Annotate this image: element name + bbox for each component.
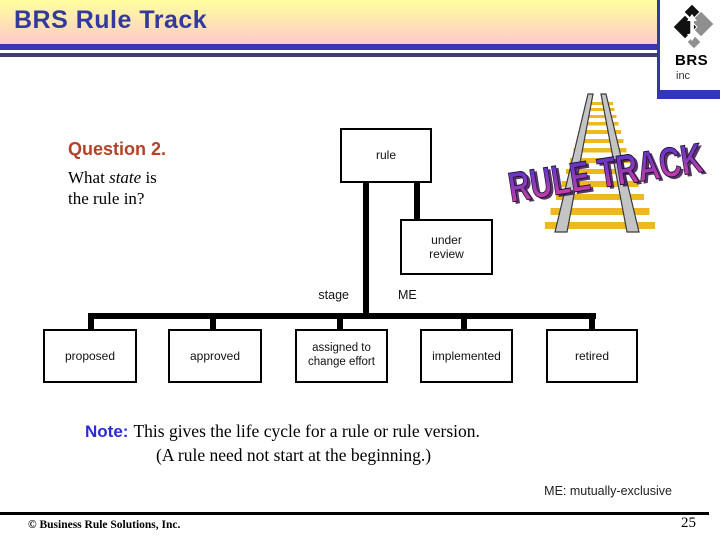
state-label: implemented: [432, 348, 501, 363]
note-label: Note:: [85, 422, 129, 441]
box-under-review-label: under review: [429, 232, 464, 261]
railroad-track-icon: [545, 93, 655, 233]
connector-drop-assigned: [337, 313, 343, 330]
question-block: Question 2. What state is the rule in?: [68, 139, 268, 209]
question-line-1: What state is: [68, 167, 268, 188]
brs-logo-text: BRS: [675, 52, 709, 69]
footer-divider: [0, 512, 709, 515]
label-me: ME: [398, 288, 417, 302]
state-box-proposed: proposed: [43, 329, 137, 383]
connector-drop-approved: [210, 313, 216, 330]
rule-track-artwork: RULE TRACK RULE TRACK: [504, 93, 707, 233]
note-block: Note:This gives the life cycle for a rul…: [85, 421, 480, 466]
state-box-approved: approved: [168, 329, 262, 383]
state-label: proposed: [64, 348, 116, 363]
page-number: 25: [681, 515, 696, 531]
brs-logo-suffix: inc: [676, 70, 691, 82]
state-label: approved: [189, 348, 241, 363]
box-rule-label: rule: [375, 148, 396, 163]
state-box-assigned-to-change-effort: assigned to change effort: [295, 329, 388, 383]
header-banner: [0, 0, 657, 44]
label-stage: stage: [318, 288, 349, 302]
accent-line-secondary: [0, 53, 657, 57]
note-line-1: This gives the life cycle for a rule or …: [133, 421, 480, 441]
box-under-review: under review: [400, 219, 493, 275]
connector-drop-retired: [589, 313, 595, 330]
question-text: What: [68, 168, 110, 187]
state-label: retired: [574, 348, 609, 363]
connector-rule-to-stage-row: [363, 182, 369, 319]
question-line-2: the rule in?: [68, 189, 145, 208]
me-legend: ME: mutually-exclusive: [544, 484, 672, 498]
question-text: is: [141, 168, 157, 187]
question-italic-word: state: [109, 168, 142, 187]
accent-line-primary: [0, 44, 657, 50]
slide-title: BRS Rule Track: [14, 6, 208, 34]
state-label: assigned to change effort: [308, 342, 375, 368]
connector-rule-to-under-review: [414, 182, 420, 220]
brs-logo-box: BRS inc: [657, 0, 720, 99]
box-rule: rule: [340, 128, 432, 183]
copyright: © Business Rule Solutions, Inc.: [28, 519, 181, 531]
question-heading: Question 2.: [68, 139, 167, 159]
connector-drop-proposed: [88, 313, 94, 330]
state-box-implemented: implemented: [420, 329, 513, 383]
connector-drop-implemented: [461, 313, 467, 330]
note-line-2: (A rule need not start at the beginning.…: [156, 445, 432, 465]
state-box-retired: retired: [546, 329, 638, 383]
brs-diamond-icon: [672, 4, 715, 50]
